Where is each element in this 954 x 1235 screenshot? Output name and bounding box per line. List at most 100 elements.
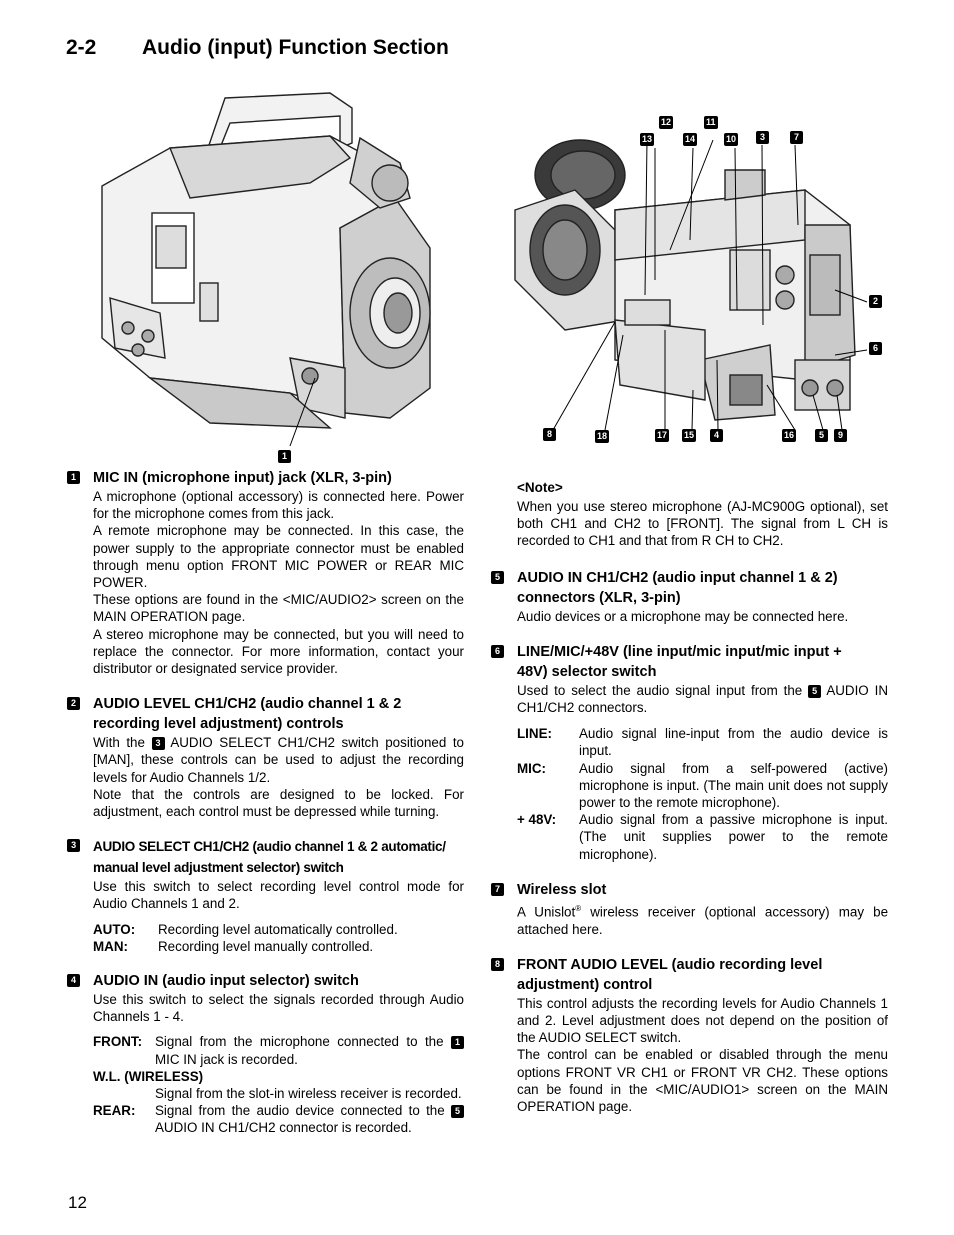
page-title: 2-2 Audio (input) Function Section: [66, 36, 449, 60]
callout-3: 3: [756, 131, 769, 144]
def-line-desc: Audio signal line-input from the audio d…: [579, 726, 888, 759]
note-heading: <Note>: [517, 480, 563, 495]
section-3-heading: 3 AUDIO SELECT CH1/CH2 (audio channel 1 …: [67, 836, 464, 878]
section-3-heading-line2: manual level adjustment selector) switch: [93, 860, 344, 876]
callout-13: 13: [640, 133, 655, 146]
def-rear-term: REAR:: [93, 1103, 136, 1119]
section-6-para-post: AUDIO IN CH1/CH2 connectors.: [517, 682, 888, 716]
section-4-defs: FRONT: Signal from the microphone connec…: [93, 1033, 464, 1136]
callout-6: 6: [869, 342, 882, 355]
def-rear-pre: Signal from the audio device connected t…: [155, 1103, 445, 1119]
def-front-pre: Signal from the microphone connected to …: [155, 1034, 444, 1050]
section-2-heading: 2 AUDIO LEVEL CH1/CH2 (audio channel 1 &…: [67, 694, 464, 734]
def-48v-desc: Audio signal from a passive microphone i…: [579, 812, 888, 862]
def-mic-desc: Audio signal from a self-powered (active…: [579, 760, 888, 811]
section-6-heading-line1: LINE/MIC/+48V (line input/mic input/mic …: [517, 643, 842, 660]
section-4-heading: 4 AUDIO IN (audio input selector) switch: [67, 971, 464, 991]
section-5-heading: 5 AUDIO IN CH1/CH2 (audio input channel …: [491, 568, 888, 608]
section-6-defs: LINE: Audio signal line-input from the a…: [517, 725, 888, 863]
section-7-heading-text: Wireless slot: [517, 881, 607, 898]
section-7-badge: 7: [491, 882, 504, 896]
section-7-para: A Unislot® wireless receiver (optional a…: [517, 900, 888, 938]
def-front-term: FRONT:: [93, 1034, 143, 1050]
registered-mark: ®: [575, 903, 582, 913]
def-48v-term: + 48V:: [517, 812, 557, 828]
section-7: 7 Wireless slot A Unislot® wireless rece…: [491, 880, 888, 938]
callout-17: 17: [655, 429, 670, 442]
section-8: 8 FRONT AUDIO LEVEL (audio recording lev…: [491, 955, 888, 1115]
section-8-badge: 8: [491, 957, 504, 971]
page-number: 12: [68, 1193, 87, 1212]
callout-16: 16: [782, 429, 797, 442]
section-1-heading-text: MIC IN (microphone input) jack (XLR, 3-p…: [93, 470, 392, 486]
section-3-badge: 3: [67, 839, 80, 853]
def-mic-term: MIC:: [517, 760, 547, 776]
camera-left-illustration: [101, 92, 431, 447]
callout-4: 4: [710, 429, 723, 442]
section-6-heading-line2: 48V) selector switch: [517, 663, 657, 680]
section-4-badge: 4: [67, 974, 80, 988]
def-line: LINE: Audio signal line-input from the a…: [517, 725, 888, 759]
callout-10: 10: [724, 133, 739, 146]
section-4-para: Use this switch to select the signals re…: [93, 992, 464, 1025]
callout-15: 15: [682, 429, 697, 442]
def-wireless: W.L. (WIRELESS): [93, 1068, 464, 1085]
section-6-heading: 6 LINE/MIC/+48V (line input/mic input/mi…: [491, 642, 888, 682]
def-wireless-spacer: [93, 1085, 155, 1102]
section-2-heading-line1: AUDIO LEVEL CH1/CH2 (audio channel 1 & 2: [93, 696, 402, 713]
section-5-heading-line1: AUDIO IN CH1/CH2 (audio input channel 1 …: [517, 569, 838, 586]
note-para: When you use stereo microphone (AJ-MC900…: [517, 499, 888, 549]
section-2-para-1-post: AUDIO SELECT CH1/CH2 switch positioned t…: [93, 735, 464, 785]
def-line-term: LINE:: [517, 726, 552, 742]
section-2-para-1-pre: With the: [93, 735, 145, 751]
section-1-badge: 1: [67, 471, 80, 484]
section-4: 4 AUDIO IN (audio input selector) switch…: [67, 971, 464, 1137]
callout-12: 12: [659, 116, 674, 129]
section-3-para: Use this switch to select recording leve…: [93, 879, 464, 912]
section-2-heading-line2: recording level adjustment) controls: [93, 716, 344, 733]
def-auto-desc: Recording level automatically controlled…: [158, 921, 398, 937]
section-1-para-1: A microphone (optional accessory) is con…: [93, 489, 464, 522]
section-7-para-pre: A Unislot: [517, 904, 576, 920]
section-5-para: Audio devices or a microphone may be con…: [517, 608, 849, 624]
section-2-para-2: Note that the controls are designed to b…: [93, 786, 464, 820]
callout-5: 5: [815, 429, 828, 442]
def-auto: AUTO: Recording level automatically cont…: [93, 921, 464, 938]
def-front-desc: Signal from the microphone connected to …: [155, 1033, 464, 1067]
section-1: 1 MIC IN (microphone input) jack (XLR, 3…: [67, 468, 464, 677]
def-rear: REAR: Signal from the audio device conne…: [93, 1102, 464, 1136]
section-5-heading-line2: connectors (XLR, 3-pin): [517, 589, 681, 606]
def-wireless-term: W.L. (WIRELESS): [93, 1068, 204, 1084]
section-7-heading: 7 Wireless slot: [491, 880, 888, 900]
ref-badge-1: 1: [450, 1036, 464, 1050]
callout-1: 1: [278, 450, 291, 463]
section-1-para-3: These options are found in the <MIC/AUDI…: [93, 592, 464, 625]
callout-9: 9: [834, 429, 847, 442]
section-7-para-post: wireless receiver (optional accessory) m…: [517, 904, 889, 937]
def-mic: MIC: Audio signal from a self-powered (a…: [517, 760, 888, 812]
section-6: 6 LINE/MIC/+48V (line input/mic input/mi…: [491, 642, 888, 863]
ref-badge-5b: 5: [808, 684, 822, 698]
section-2-badge: 2: [67, 697, 80, 711]
section-title: Audio (input) Function Section: [142, 36, 449, 59]
section-6-para: Used to select the audio signal input fr…: [517, 682, 888, 716]
def-man-desc: Recording level manually controlled.: [158, 938, 374, 954]
ref-badge-5: 5: [451, 1105, 464, 1119]
section-6-para-pre: Used to select the audio signal input fr…: [517, 682, 803, 698]
callout-18: 18: [595, 430, 610, 443]
section-number: 2-2: [66, 36, 97, 59]
callout-14: 14: [683, 133, 698, 146]
def-rear-desc: Signal from the audio device connected t…: [155, 1102, 464, 1136]
right-column: <Note> When you use stereo microphone (A…: [491, 478, 888, 1115]
section-2-para-1: With the 3 AUDIO SELECT CH1/CH2 switch p…: [93, 734, 464, 786]
section-1-para-4: A stereo microphone may be connected, bu…: [93, 626, 464, 677]
def-man: MAN: Recording level manually controlled…: [93, 938, 464, 955]
def-man-term: MAN:: [93, 938, 128, 954]
def-auto-term: AUTO:: [93, 921, 136, 937]
section-1-para-2: A remote microphone may be connected. In…: [93, 523, 464, 591]
section-3-heading-line1: AUDIO SELECT CH1/CH2 (audio channel 1 & …: [93, 839, 446, 855]
section-1-heading: 1 MIC IN (microphone input) jack (XLR, 3…: [67, 468, 464, 488]
def-rear-post: AUDIO IN CH1/CH2 connector is recorded.: [155, 1120, 412, 1136]
section-2: 2 AUDIO LEVEL CH1/CH2 (audio channel 1 &…: [67, 694, 464, 820]
